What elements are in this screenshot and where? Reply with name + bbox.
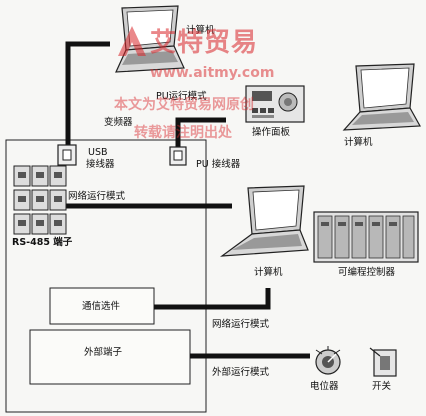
label-plc: 可编程控制器 (338, 267, 396, 278)
label-network-mode-1: 网络运行模式 (68, 191, 126, 202)
label-comm-option: 通信选件 (82, 301, 121, 312)
label-usb: USB (88, 147, 108, 158)
switch-icon (369, 347, 397, 377)
label-operation-panel: 操作面板 (252, 127, 291, 138)
label-pu-mode: PU运行模式 (156, 91, 207, 102)
connection-lines (65, 41, 310, 359)
laptop-right-icon (342, 63, 421, 131)
potentiometer-icon (315, 346, 341, 375)
rs485-terminal-icon (13, 165, 67, 235)
comm-option-box (49, 287, 155, 325)
label-external-terminal: 外部端子 (84, 347, 123, 358)
watermark-logo-icon (118, 26, 146, 56)
usb-connector-icon (57, 144, 77, 166)
label-network-mode-2: 网络运行模式 (212, 319, 270, 330)
watermark-notice-line1: 本文为艾特贸易网原创 (114, 97, 254, 113)
label-rs485: RS-485 端子 (12, 237, 73, 248)
pu-connector-icon (169, 146, 187, 166)
network-cable-2 (154, 288, 271, 310)
operation-panel-icon (245, 85, 305, 123)
usb-cable (65, 41, 110, 150)
label-inverter: 变频器 (104, 117, 133, 128)
laptop-mid-icon (219, 185, 309, 257)
label-computer-right: 计算机 (344, 137, 373, 148)
plc-icon (313, 211, 419, 263)
label-computer-mid: 计算机 (254, 267, 283, 278)
pu-cable (175, 117, 226, 150)
label-pu-connector: PU 接线器 (196, 159, 241, 170)
watermark-brand: 艾特贸易 (150, 28, 259, 58)
watermark-url: www.aitmy.com (150, 65, 275, 81)
label-external-mode: 外部运行模式 (212, 367, 270, 378)
external-terminal-box (29, 329, 191, 385)
label-computer-top: 计算机 (186, 25, 215, 36)
label-usb-connector: 接线器 (86, 159, 115, 170)
label-switch: 开关 (372, 381, 392, 392)
watermark-notice-line2: 转载请注明出处 (134, 125, 232, 141)
inverter-frame (5, 139, 207, 413)
label-potentiometer: 电位器 (310, 381, 339, 392)
